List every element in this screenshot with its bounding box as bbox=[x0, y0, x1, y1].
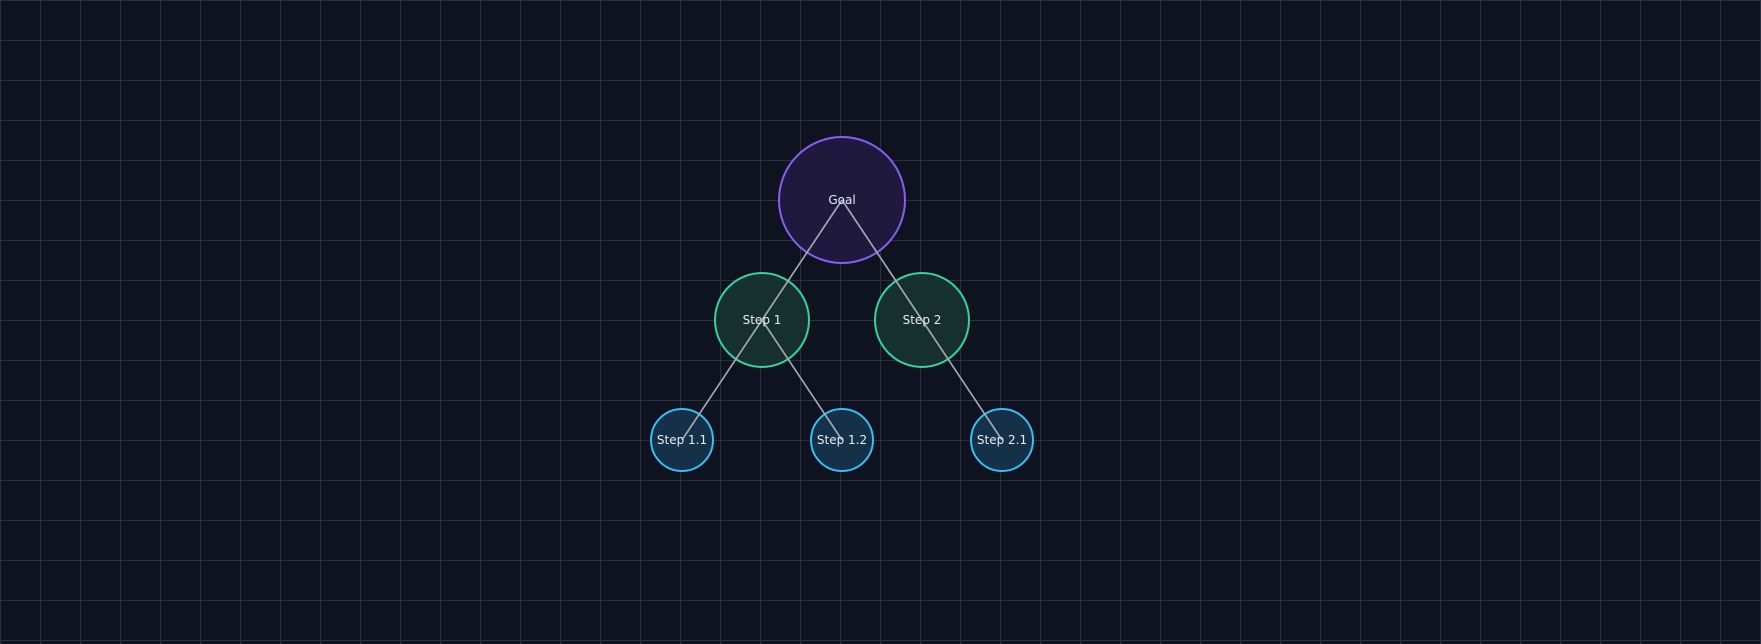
node-label-step-1-1: Step 1.1 bbox=[657, 433, 707, 447]
node-label-step-1: Step 1 bbox=[743, 313, 782, 327]
edges-layer bbox=[681, 199, 1003, 441]
edge-goal-to-step-1 bbox=[761, 199, 843, 321]
node-label-step-2: Step 2 bbox=[903, 313, 942, 327]
edge-step-2-to-step-2-1 bbox=[921, 319, 1003, 441]
node-label-goal: Goal bbox=[828, 193, 855, 207]
node-label-step-2-1: Step 2.1 bbox=[977, 433, 1027, 447]
node-label-step-1-2: Step 1.2 bbox=[817, 433, 867, 447]
edge-goal-to-step-2 bbox=[841, 199, 923, 321]
edge-step-1-to-step-1-1 bbox=[681, 319, 763, 441]
nodes-layer bbox=[650, 136, 1034, 472]
edge-step-1-to-step-1-2 bbox=[761, 319, 843, 441]
